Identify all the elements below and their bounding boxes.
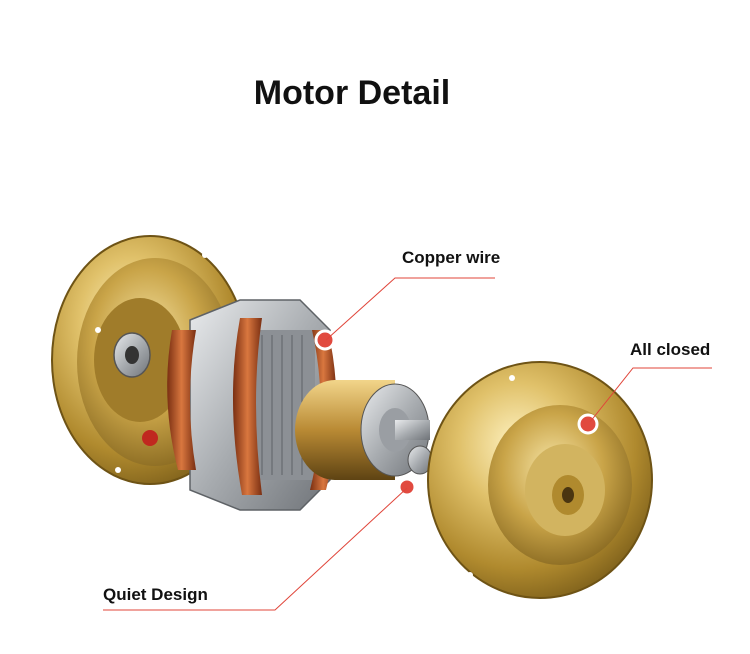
callout-line-quiet [103,487,408,611]
callout-copper-wire: Copper wire [402,248,501,267]
page-title: Motor Detail [253,74,451,112]
right-end-cap [427,361,653,599]
callout-all-closed: All closed [630,340,711,359]
rotor [295,380,433,497]
callout-line-copper [325,277,495,341]
callout-line-closed [589,367,712,423]
callout-quiet-design: Quiet Design [103,585,208,604]
callout-lines [103,277,712,611]
